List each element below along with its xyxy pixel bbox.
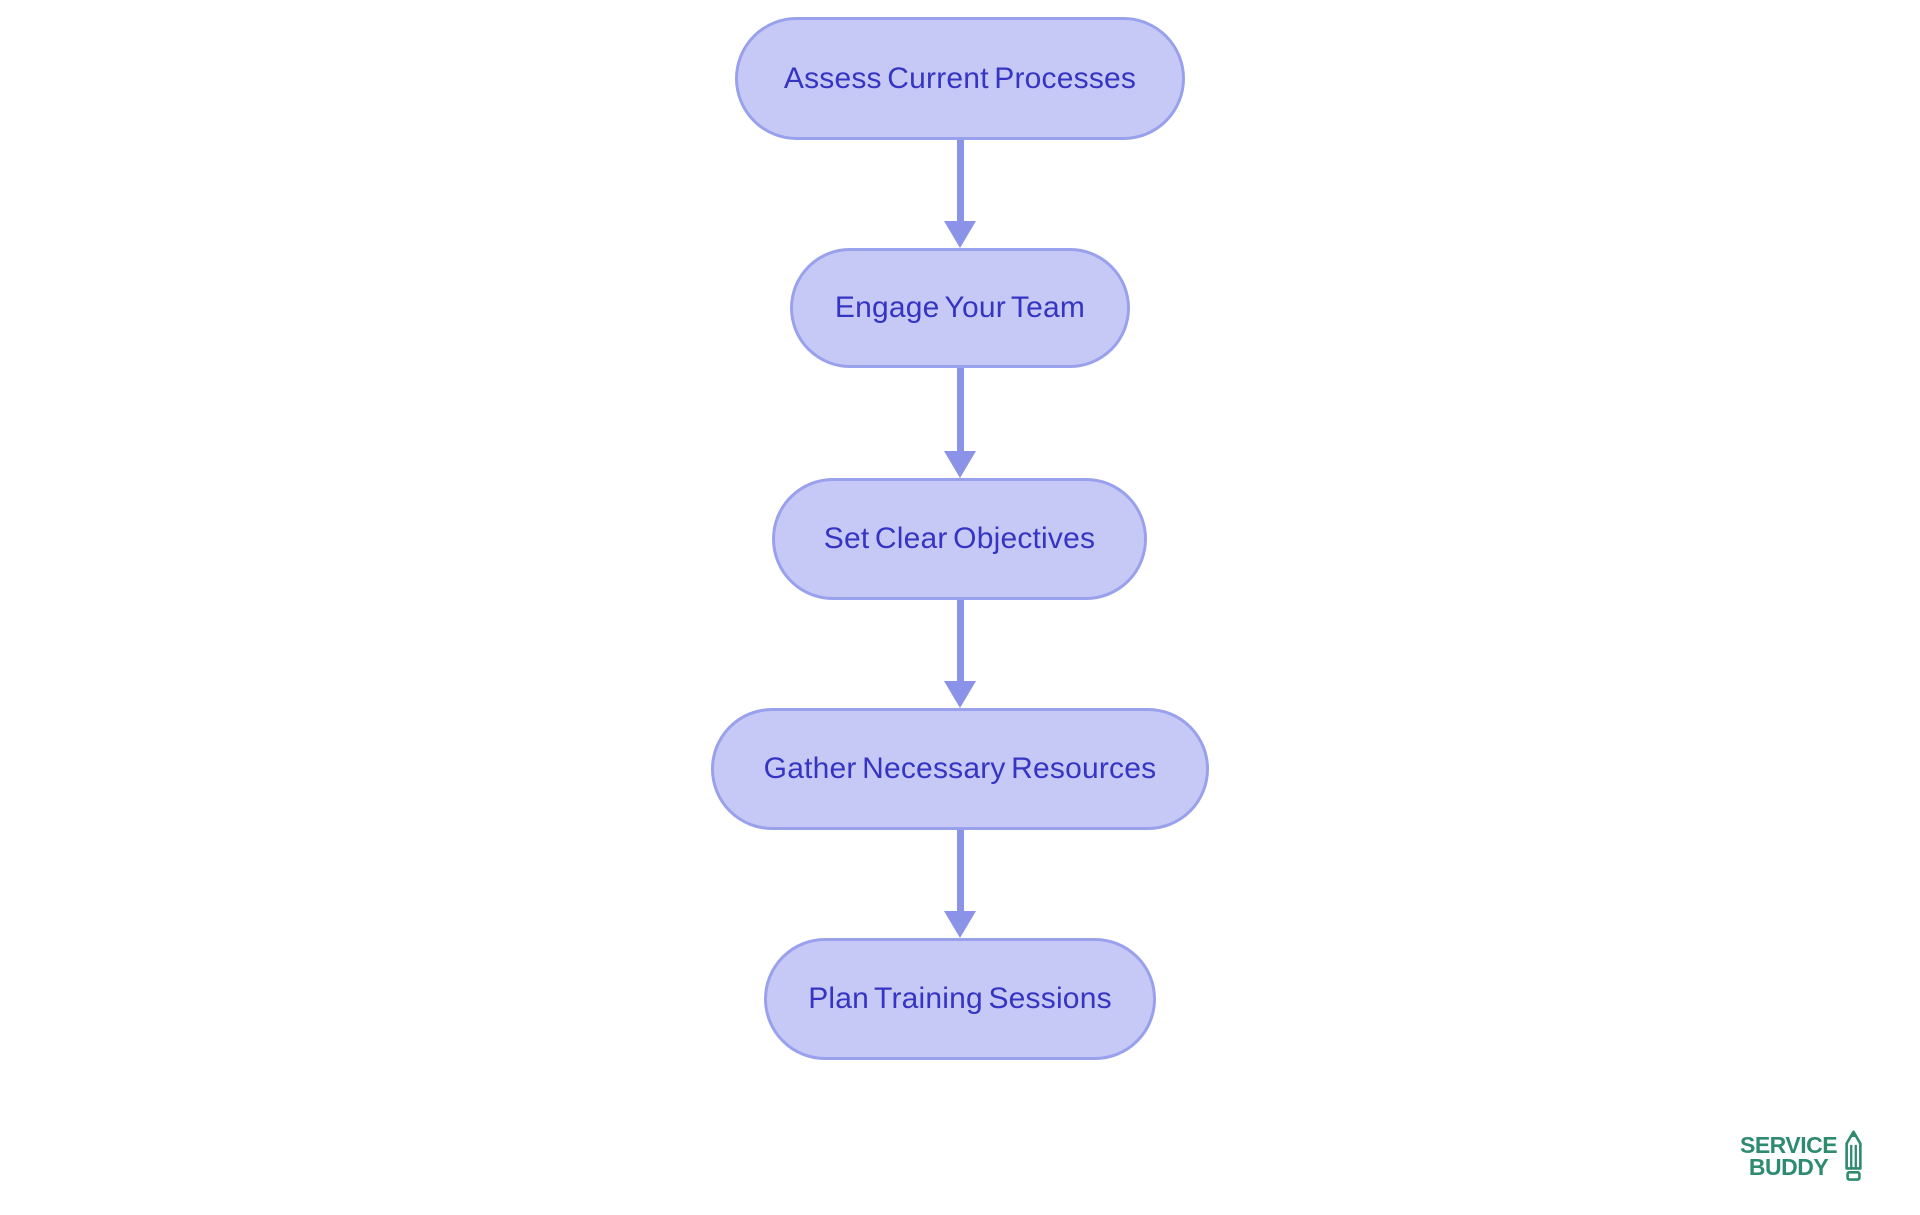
flow-node-engage-your-team: Engage Your Team	[790, 248, 1130, 368]
flow-arrow-4	[944, 830, 976, 938]
logo-wordmark: SERVICE BUDDY	[1740, 1131, 1838, 1180]
arrow-line	[956, 830, 964, 911]
flow-node-assess-current-processes: Assess Current Processes	[735, 17, 1185, 140]
flow-node-label: Engage Your Team	[834, 291, 1086, 324]
flow-arrow-1	[944, 140, 976, 248]
flow-node-label: Assess Current Processes	[783, 61, 1137, 95]
arrow-head-icon	[944, 451, 976, 478]
flow-node-set-clear-objectives: Set Clear Objectives	[772, 478, 1147, 600]
flow-node-label: Set Clear Objectives	[823, 522, 1096, 555]
flow-arrow-2	[944, 368, 976, 478]
arrow-head-icon	[944, 681, 976, 708]
flow-node-label: Plan Training Sessions	[808, 982, 1112, 1015]
flow-node-plan-training-sessions: Plan Training Sessions	[764, 938, 1156, 1060]
arrow-line	[956, 140, 964, 221]
logo-line-service: SERVICE	[1740, 1131, 1838, 1158]
service-buddy-logo: SERVICE BUDDY	[1740, 1130, 1862, 1182]
arrow-line	[956, 368, 964, 451]
arrow-head-icon	[944, 221, 976, 248]
flow-node-label: Gather Necessary Resources	[763, 752, 1157, 785]
pencil-icon	[1845, 1130, 1862, 1181]
arrow-head-icon	[944, 911, 976, 938]
logo-line-buddy: BUDDY	[1748, 1154, 1829, 1180]
flow-node-gather-necessary-resources: Gather Necessary Resources	[711, 708, 1209, 830]
flow-arrow-3	[944, 600, 976, 708]
arrow-line	[956, 600, 964, 681]
